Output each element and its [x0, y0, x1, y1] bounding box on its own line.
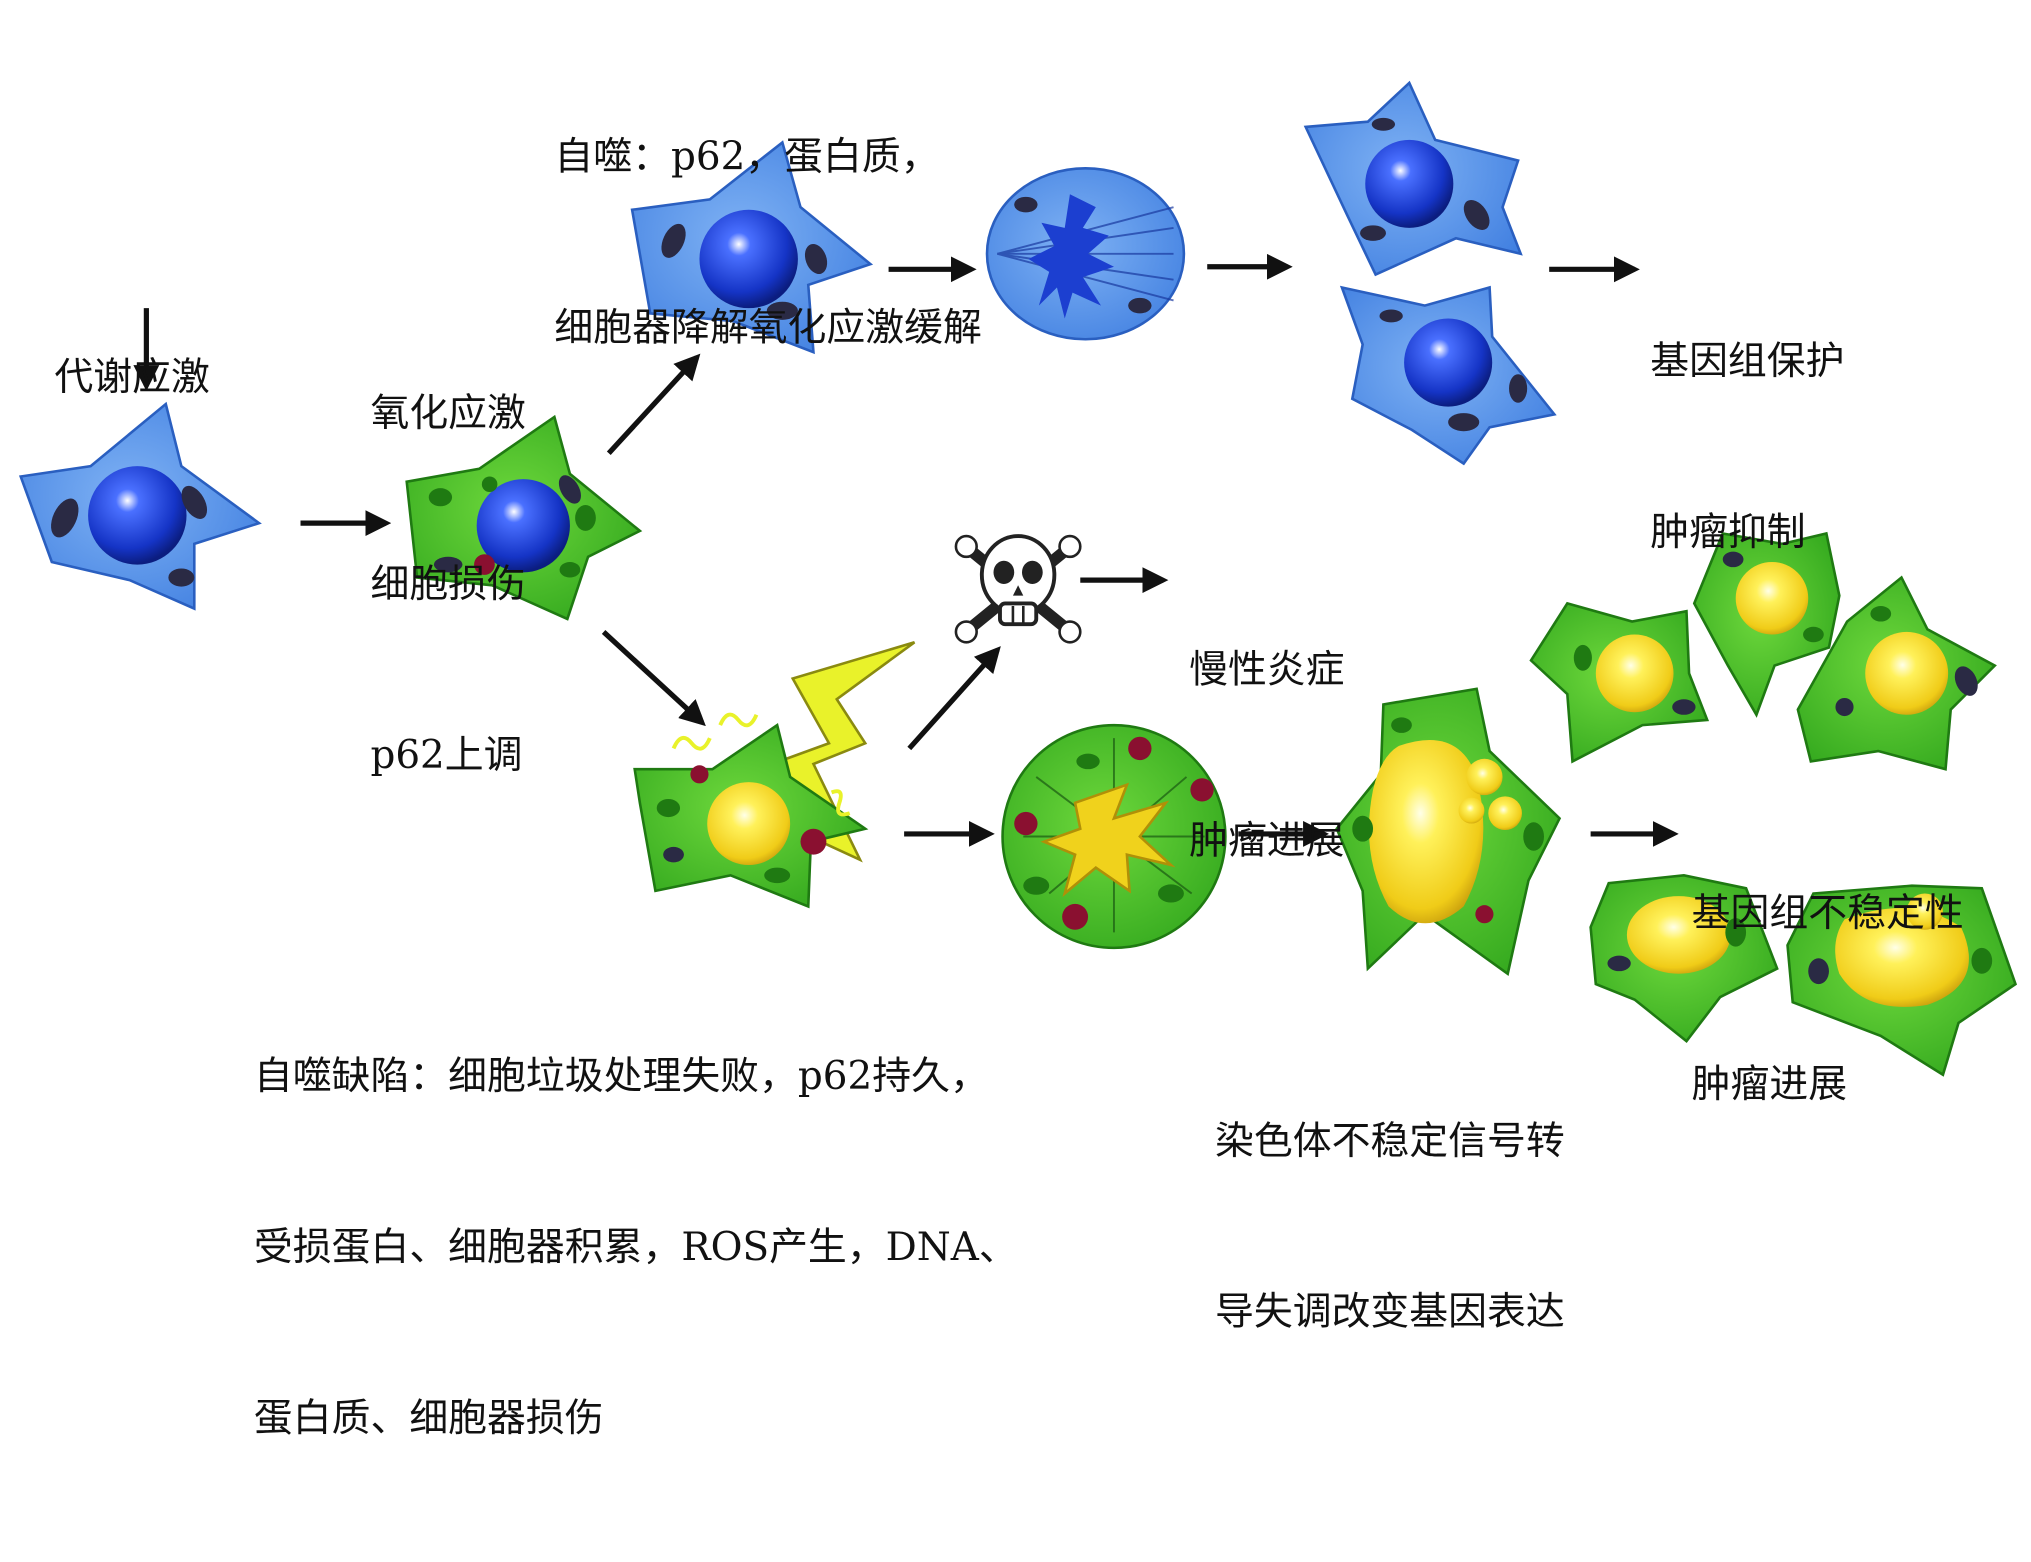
label-inflammation: 慢性炎症 肿瘤进展 [1189, 528, 1344, 984]
autophagy-cell [630, 140, 874, 355]
defective-cell [633, 712, 869, 909]
label-line: 基因组不稳定性 [1691, 890, 1964, 937]
normal-cell-organelle [181, 485, 208, 519]
mitosis-organelle [1014, 811, 1038, 836]
tumor-cell [1529, 601, 1710, 764]
daughter-top-nucleus [1365, 139, 1454, 228]
chromosomes [1028, 194, 1114, 319]
stressed-cell-organelle [474, 554, 495, 575]
micronucleus [1458, 797, 1485, 824]
label-line: 蛋白质、细胞器损伤 [253, 1395, 604, 1442]
daughter-cell-top [1303, 80, 1523, 277]
label-oxidative-stress: 氧化应激 细胞损伤 p62上调 [370, 272, 525, 899]
label-metabolic-stress: 代谢应激 [54, 236, 209, 521]
micronucleus [1488, 796, 1522, 831]
tumor-cell [1796, 575, 1997, 771]
arrow-to-autophagy [606, 353, 701, 455]
daughter-top-organelle [1371, 117, 1396, 131]
label-line: 自噬缺陷：细胞垃圾处理失败，p62持久， [253, 1054, 989, 1100]
label-chromosome-instability: 染色体不稳定信号转 导失调改变基因表达 [1215, 1000, 1565, 1456]
stressed-cell-organelle [559, 561, 581, 578]
arrow-to-skull [907, 646, 1001, 751]
label-genome-protection: 基因组保护 肿瘤抑制 [1650, 220, 1844, 676]
label-line: 自噬：p62，蛋白质， [554, 134, 940, 180]
stressed-cell-organelle [575, 505, 596, 531]
cell-pathway-diagram [18, 80, 2018, 1077]
defective-cell-organelle [690, 765, 709, 784]
ros-squiggles [671, 712, 851, 817]
defective-cell-organelle [800, 828, 827, 855]
label-line: 肿瘤进展 [1691, 1061, 1848, 1108]
label-line: 染色体不稳定信号转 [1214, 1118, 1565, 1165]
mitosis-organelle [1190, 778, 1214, 802]
label-line: 肿瘤抑制 [1650, 510, 1806, 556]
stressed-cell-organelle [428, 488, 453, 507]
micronucleus [1466, 758, 1503, 796]
autophagy-cell-nucleus [699, 209, 798, 309]
label-line: 代谢应激 [54, 354, 210, 401]
label-genome-instability: 基因组不稳定性 肿瘤进展 [1692, 772, 1964, 1228]
normal-cell-nucleus [88, 466, 187, 565]
daughter-bottom-organelle [1509, 374, 1528, 403]
autophagy-cell-organelle [804, 243, 828, 275]
unstable-cell-organelle [1475, 905, 1494, 924]
mitosis-organelle [1023, 876, 1050, 895]
label-autophagy-defect: 自噬缺陷：细胞垃圾处理失败，p62持久， 受损蛋白、细胞器积累，ROS产生，DN… [254, 935, 1018, 1562]
tumor-cell [1589, 874, 1779, 1043]
unstable-cell-nucleus [1368, 739, 1484, 924]
arrows [133, 253, 1679, 847]
stressed-cell-organelle [481, 476, 498, 493]
label-line: 慢性炎症 [1189, 647, 1345, 693]
mitosis-organelle [1076, 753, 1100, 770]
label-line: p62上调 [370, 732, 523, 779]
daughter-bottom-nucleus [1404, 318, 1493, 407]
mitosis-organelle [1157, 884, 1184, 903]
autophagy-cell-organelle [766, 301, 798, 320]
normal-cell-organelle [168, 568, 195, 587]
label-line: 基因组保护 [1650, 339, 1845, 385]
mitosis-organelle [1014, 196, 1038, 213]
chromosomes [1040, 782, 1176, 898]
unstable-cell-organelle [1523, 822, 1544, 851]
tumor-cell [1786, 884, 2018, 1077]
skull-crossbones-icon [954, 534, 1082, 644]
label-line: 细胞损伤 [370, 561, 526, 608]
mitosis-organelle [1062, 903, 1089, 930]
unstable-cell-organelle [1391, 717, 1412, 733]
autophagy-cell-organelle [661, 223, 686, 258]
daughter-bottom-organelle [1448, 413, 1480, 432]
daughter-top-organelle [1360, 225, 1386, 241]
defective-cell-organelle [764, 867, 791, 884]
stressed-cell [405, 414, 643, 621]
daughter-top-organelle [1463, 199, 1490, 230]
tumor-cell [1692, 531, 1841, 718]
mitosis-organelle [1128, 736, 1152, 761]
daughter-cell-bottom [1339, 285, 1557, 466]
defective-cell-organelle [656, 798, 681, 818]
diagram-stage: 代谢应激 氧化应激 细胞损伤 p62上调 自噬：p62，蛋白质， 细胞器降解氧化… [18, 16, 2018, 1441]
tumor-cell-cluster [1529, 531, 2018, 1077]
unstable-cell [1335, 687, 1562, 976]
label-line: 细胞器降解氧化应激缓解 [554, 305, 982, 351]
stressed-cell-organelle [433, 556, 463, 573]
normal-cell [18, 401, 262, 611]
label-line: 受损蛋白、细胞器积累，ROS产生，DNA、 [253, 1224, 1018, 1271]
arrow-to-defect [601, 630, 706, 727]
daughter-bottom-organelle [1379, 309, 1403, 323]
defective-cell-organelle [663, 846, 684, 863]
normal-mitosis-cell [985, 167, 1186, 341]
stressed-cell-organelle [558, 475, 581, 504]
label-line: 导失调改变基因表达 [1214, 1289, 1565, 1336]
normal-cell-organelle [51, 498, 79, 538]
unstable-cell-organelle [1352, 815, 1374, 842]
stressed-cell-nucleus [476, 479, 570, 573]
abnormal-mitosis-cell [1001, 723, 1227, 950]
label-line: 肿瘤进展 [1189, 818, 1345, 864]
defective-cell-nucleus [707, 782, 791, 865]
label-autophagy: 自噬：p62，蛋白质， 细胞器降解氧化应激缓解 [554, 16, 981, 472]
mitosis-organelle [1128, 297, 1152, 314]
label-line: 氧化应激 [370, 391, 526, 437]
